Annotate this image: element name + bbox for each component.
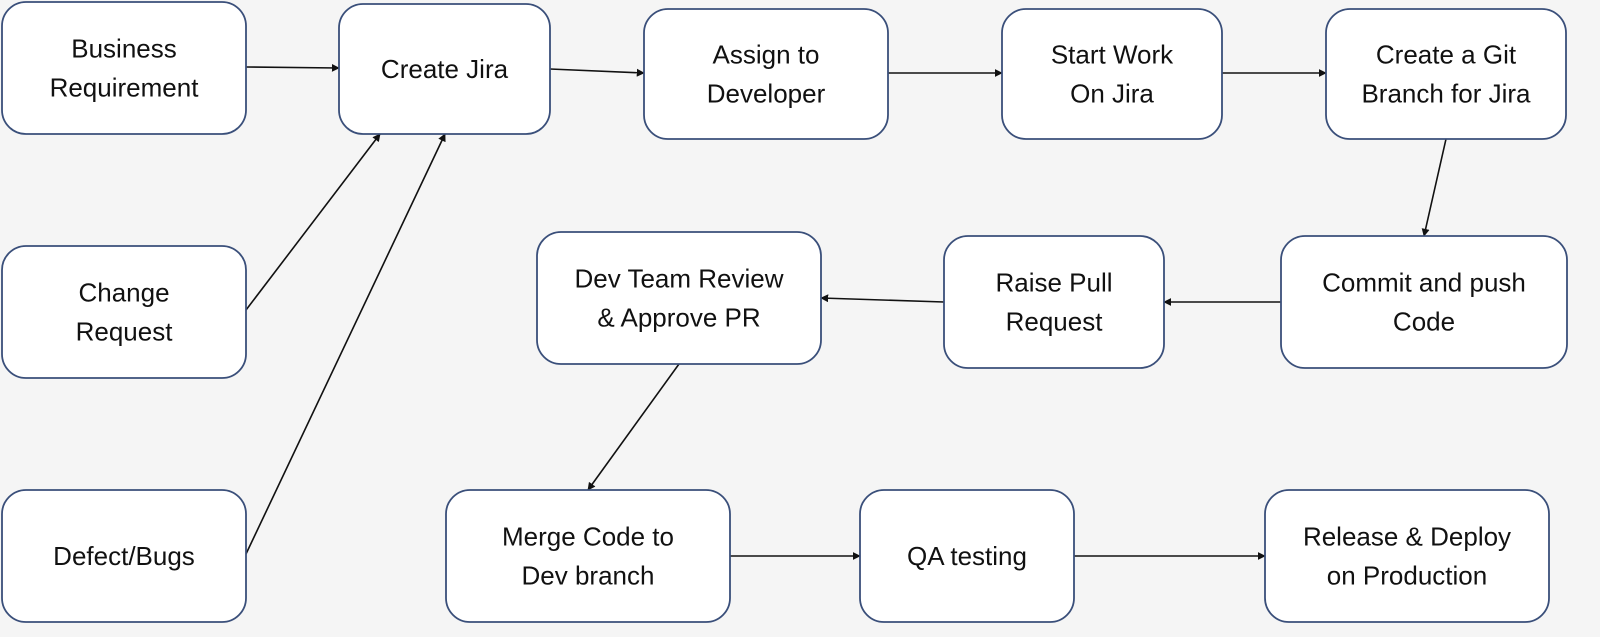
arrow-create-jira-to-assign-to-developer [549,68,645,77]
node-label: Release & Deploy [1303,522,1511,552]
node-merge-code-to-dev-branch: Merge Code to Dev branch [445,489,731,623]
arrow-raise-pull-request-to-dev-team-review [820,294,945,303]
node-label: Raise Pull [995,268,1112,298]
node-box [943,235,1165,369]
node-box [1325,8,1567,140]
node-box [1,245,247,379]
node-qa-testing: QA testing [859,489,1075,623]
node-label: Developer [707,79,826,109]
node-label: On Jira [1070,79,1154,109]
node-label: Assign to [713,40,820,70]
node-box [1,489,247,623]
node-label: Create Jira [381,54,509,84]
node-box [1001,8,1223,140]
node-box [1264,489,1550,623]
edges [245,63,1447,560]
node-box [445,489,731,623]
node-label: Create a Git [1376,40,1517,70]
node-label: Request [1006,307,1104,337]
node-label: QA testing [907,541,1027,571]
arrow-dev-team-review-to-merge-code-to-dev-branch [587,363,680,491]
node-label: Merge Code to [502,522,674,552]
arrow-business-requirement-to-create-jira [245,63,340,72]
node-label: Dev Team Review [574,264,783,294]
node-label: on Production [1327,561,1487,591]
node-label: Dev branch [522,561,655,591]
node-box [338,3,551,135]
node-label: Change [78,278,169,308]
node-box [1280,235,1568,369]
node-release-and-deploy: Release & Deploy on Production [1264,489,1550,623]
node-box [1,1,247,135]
node-label: Commit and push [1322,268,1526,298]
node-label: Request [76,317,174,347]
arrow-defect-bugs-to-create-jira [245,133,446,555]
node-label: Start Work [1051,40,1174,70]
node-label: Business [71,34,177,64]
node-label: Code [1393,307,1455,337]
node-label: Branch for Jira [1361,79,1531,109]
node-box [536,231,822,365]
node-label: Requirement [50,73,200,103]
arrow-change-request-to-create-jira [245,133,381,311]
arrow-create-git-branch-to-commit-and-push-code [1421,138,1447,237]
node-create-jira: Create Jira [338,3,551,135]
node-label: Defect/Bugs [53,541,195,571]
node-box [859,489,1075,623]
node-defect-bugs: Defect/Bugs [1,489,247,623]
node-start-work-on-jira: Start Work On Jira [1001,8,1223,140]
node-box [643,8,889,140]
node-dev-team-review: Dev Team Review & Approve PR [536,231,822,365]
node-assign-to-developer: Assign to Developer [643,8,889,140]
node-label: & Approve PR [597,303,760,333]
